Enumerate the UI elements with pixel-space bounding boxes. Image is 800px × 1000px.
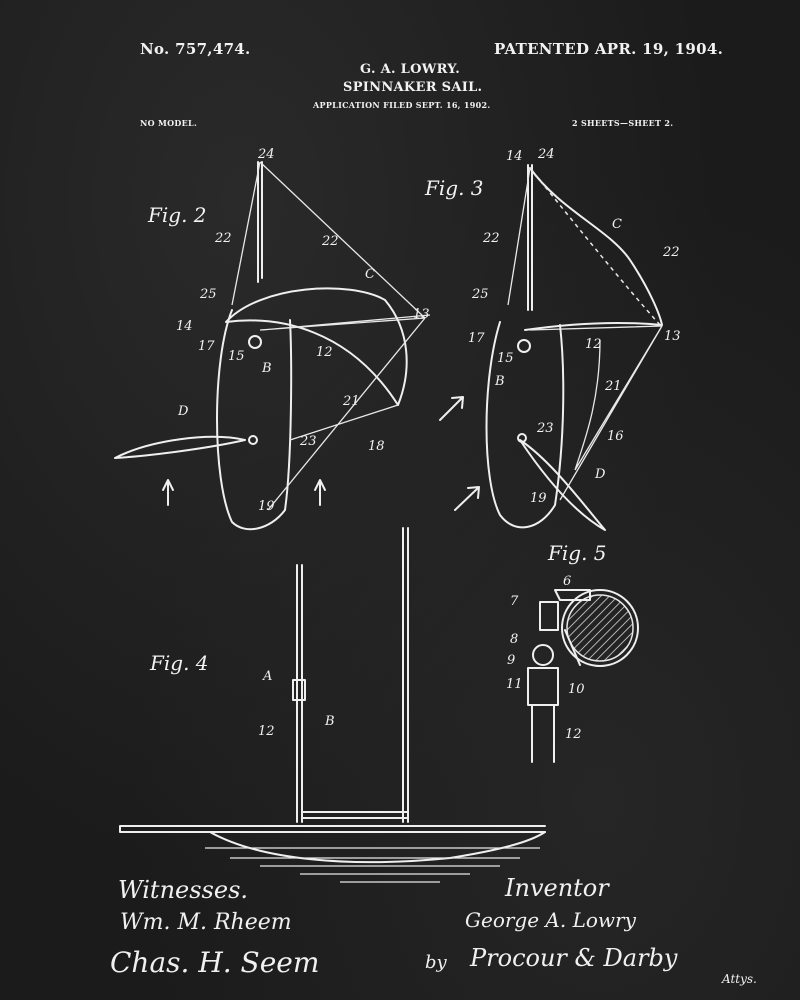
ref-numeral: 24	[537, 147, 555, 162]
application-filed: APPLICATION FILED SEPT. 16, 1902.	[313, 100, 491, 110]
ref-numeral: 16	[607, 429, 624, 444]
ref-numeral: C	[365, 267, 375, 282]
fig4-water	[205, 847, 540, 883]
ref-numeral: 12	[316, 345, 333, 360]
figure-4: Fig. 4 A 12 B	[119, 527, 546, 883]
fig2-title: Fig. 2	[147, 203, 207, 227]
ref-numeral: 8	[510, 632, 518, 647]
ref-numeral: 7	[510, 594, 519, 609]
ref-numeral: 15	[228, 349, 245, 364]
fig2-sail	[225, 287, 408, 406]
ref-numeral: 14	[176, 319, 193, 334]
witness-2-signature: Chas. H. Seem	[110, 946, 320, 979]
figure-2: Fig. 2 24 22 22 C 25 14 17 15 12 B 13 D …	[114, 147, 431, 531]
ref-numeral: D	[594, 467, 606, 482]
witnesses-label: Witnesses.	[118, 876, 249, 904]
fig4-hull	[209, 831, 546, 864]
witness-1-signature: Wm. M. Rheem	[120, 910, 292, 935]
attorneys-signature: Procour & Darby	[470, 944, 678, 972]
patent-number: No. 757,474.	[140, 40, 251, 58]
fig4-deck	[119, 825, 546, 833]
ref-numeral: 13	[413, 307, 430, 322]
ref-numeral: 17	[468, 331, 485, 346]
ref-numeral: A	[262, 669, 272, 684]
ref-numeral: 25	[471, 287, 489, 302]
fig3-mast	[527, 164, 533, 311]
ref-numeral: 10	[568, 682, 585, 697]
ref-numeral: 11	[506, 677, 523, 692]
ref-numeral: 19	[258, 499, 275, 514]
ref-numeral: B	[261, 361, 272, 376]
fig3-title: Fig. 3	[424, 176, 484, 200]
inventor-name: G. A. LOWRY.	[360, 62, 461, 77]
ref-numeral: 12	[258, 724, 275, 739]
fig2-arrow-right	[314, 479, 326, 506]
ref-numeral: D	[177, 404, 189, 419]
fig4-mast-2	[402, 527, 409, 823]
by-label: by	[425, 952, 447, 973]
fig3-sail	[524, 167, 663, 331]
fig3-boom	[519, 439, 606, 531]
ref-numeral: 22	[662, 245, 680, 260]
ref-numeral: C	[612, 217, 622, 232]
attys-label: Attys.	[722, 972, 757, 986]
fig5-mast-section	[561, 589, 639, 667]
ref-numeral: B	[324, 714, 335, 729]
fig2-stays	[231, 161, 431, 511]
ref-numeral: 14	[506, 149, 523, 164]
fig2-boom	[114, 435, 246, 459]
ref-numeral: 23	[299, 434, 317, 449]
ref-numeral: 19	[530, 491, 547, 506]
ref-numeral: 15	[497, 351, 514, 366]
ref-numeral: 25	[199, 287, 217, 302]
ref-numeral: B	[494, 374, 505, 389]
inventor-label: Inventor	[505, 874, 609, 902]
ref-numeral: 22	[482, 231, 500, 246]
ref-numeral: 21	[604, 379, 622, 394]
fig2-hull	[216, 309, 293, 531]
ref-numeral: 22	[321, 234, 339, 249]
fig5-title: Fig. 5	[547, 541, 607, 565]
fig5-pole	[527, 667, 559, 763]
sheet-count: 2 SHEETS—SHEET 2.	[572, 118, 674, 128]
ref-numeral: 21	[342, 394, 360, 409]
no-model: NO MODEL.	[140, 118, 198, 128]
fig3-arrow-2	[454, 486, 480, 511]
fig3-hull	[485, 321, 565, 529]
ref-numeral: 17	[198, 339, 215, 354]
inventor-signature: George A. Lowry	[465, 908, 636, 932]
ref-numeral: 12	[565, 727, 582, 742]
fig3-arrow-1	[439, 396, 464, 421]
ref-numeral: 24	[257, 147, 275, 162]
figure-3: Fig. 3 14 24 22 C 22 25 17 15 12 13 B 21…	[424, 147, 681, 531]
ref-numeral: 12	[585, 337, 602, 352]
ref-numeral: 23	[536, 421, 554, 436]
ref-numeral: 18	[368, 439, 385, 454]
fig3-stays	[507, 167, 663, 501]
fig4-mast-1	[296, 564, 303, 823]
ref-numeral: 22	[214, 231, 232, 246]
fig2-mast	[257, 161, 263, 283]
patented-date: PATENTED APR. 19, 1904.	[494, 40, 724, 58]
fig2-arrow-left	[162, 479, 174, 506]
patent-title: SPINNAKER SAIL.	[343, 80, 483, 95]
ref-numeral: 13	[664, 329, 681, 344]
figure-5: Fig. 5 6 7 8 9 11 10 12	[506, 541, 639, 763]
ref-numeral: 6	[563, 574, 571, 589]
fig4-title: Fig. 4	[149, 651, 209, 675]
ref-numeral: 9	[507, 653, 515, 668]
